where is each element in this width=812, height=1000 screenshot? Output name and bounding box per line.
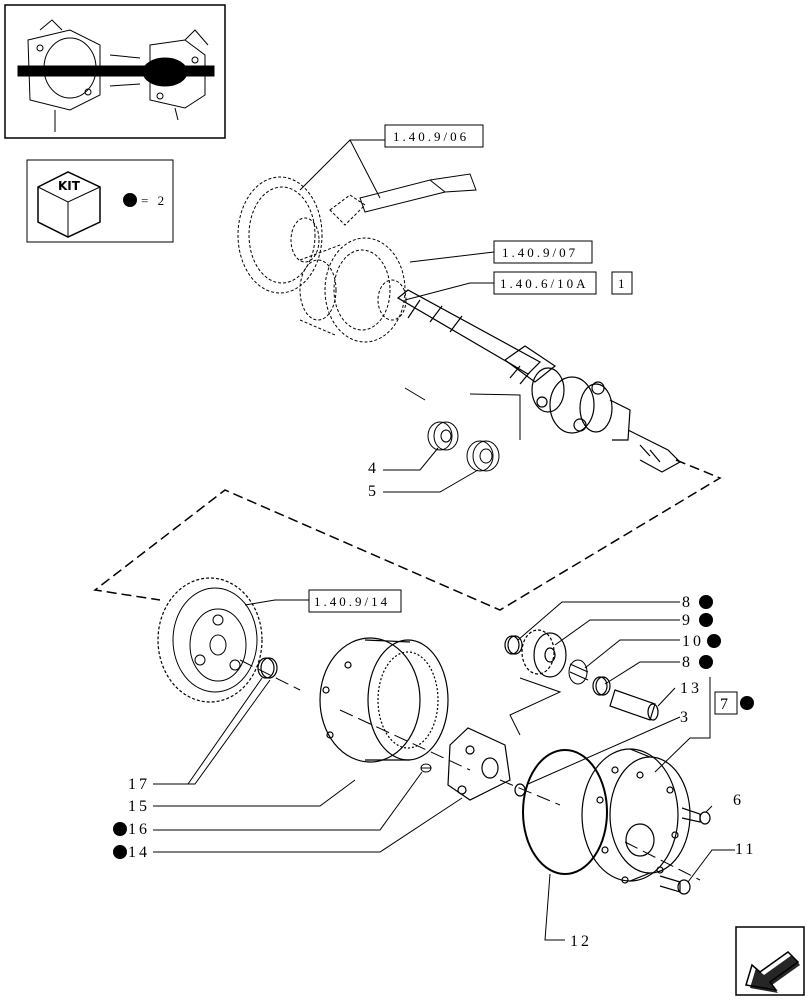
ref-label-b: 1.40.9/07 bbox=[502, 245, 578, 260]
callout-3: 3 bbox=[680, 709, 691, 726]
ref-label-a: 1.40.9/06 bbox=[393, 129, 469, 144]
callout-leaders bbox=[153, 447, 735, 941]
screw-11[interactable] bbox=[659, 875, 691, 895]
ref-box-c[interactable]: 1.40.6/10A 1 bbox=[493, 271, 633, 295]
seal-ring-5[interactable] bbox=[466, 440, 500, 472]
washer-8a[interactable] bbox=[504, 635, 523, 655]
callout-16: 16 bbox=[128, 821, 150, 838]
hub-axis-line bbox=[499, 779, 701, 881]
planet-carrier-gear[interactable] bbox=[157, 577, 263, 703]
ref-label-c-box: 1 bbox=[618, 276, 628, 291]
callout-6: 6 bbox=[733, 792, 744, 809]
kit-bullet-8a bbox=[699, 595, 713, 609]
planet-bracket bbox=[509, 677, 562, 736]
kit-cube-icon bbox=[37, 171, 101, 238]
kit-bullet-icon bbox=[123, 193, 137, 207]
ref-leaders bbox=[244, 139, 495, 606]
assembly-dashed-line bbox=[93, 459, 722, 611]
kit-bullet-14 bbox=[113, 845, 127, 859]
ref-box-a[interactable]: 1.40.9/06 bbox=[384, 124, 484, 148]
callout-11: 11 bbox=[735, 841, 756, 858]
planet-gear-9[interactable] bbox=[521, 629, 567, 678]
washer-8b[interactable] bbox=[592, 676, 611, 696]
center-axis-line bbox=[239, 659, 471, 771]
seals-bracket bbox=[404, 387, 521, 440]
retainer-plate-14[interactable] bbox=[447, 727, 511, 801]
callout-17: 17 bbox=[128, 776, 150, 793]
kit-legend-text: = 2 bbox=[141, 193, 167, 208]
callout-9: 9 bbox=[682, 612, 693, 629]
hub-cover-7[interactable] bbox=[581, 748, 691, 884]
callout-8a: 8 bbox=[682, 594, 693, 611]
thrust-washer-17[interactable] bbox=[257, 657, 278, 679]
kit-bullet-8b bbox=[699, 655, 713, 669]
callout-7-box bbox=[714, 691, 738, 715]
kit-label: KIT bbox=[58, 179, 81, 193]
ref-label-c: 1.40.6/10A bbox=[500, 276, 589, 291]
axle-thumbnail[interactable] bbox=[4, 4, 226, 139]
callout-15: 15 bbox=[128, 798, 150, 815]
axle-shaft bbox=[396, 289, 681, 473]
seal-ring-4[interactable] bbox=[427, 421, 459, 451]
ring-gear-15[interactable] bbox=[319, 637, 449, 763]
kit-legend: KIT = 2 bbox=[26, 159, 174, 243]
pin-16[interactable] bbox=[420, 763, 432, 773]
callout-4: 4 bbox=[368, 460, 379, 477]
callout-8b: 8 bbox=[682, 654, 693, 671]
kit-bullet-9 bbox=[699, 613, 713, 627]
planet-pin-13[interactable] bbox=[609, 689, 659, 721]
differential-assembly bbox=[237, 173, 477, 343]
kit-bullet-16 bbox=[113, 822, 127, 836]
callout-13: 13 bbox=[680, 680, 702, 697]
ref-box-b[interactable]: 1.40.9/07 bbox=[493, 240, 593, 264]
ref-label-d: 1.40.9/14 bbox=[314, 594, 390, 609]
callout-7: 7 bbox=[720, 696, 731, 713]
kit-bullet-7 bbox=[740, 696, 754, 710]
callout-12: 12 bbox=[570, 933, 592, 950]
needle-bearing-10[interactable] bbox=[568, 659, 589, 685]
ref-box-d[interactable]: 1.40.9/14 bbox=[308, 589, 402, 613]
kit-bullet-10 bbox=[707, 634, 721, 648]
callout-5: 5 bbox=[368, 483, 379, 500]
o-ring-12[interactable] bbox=[522, 749, 608, 875]
callout-14: 14 bbox=[128, 844, 150, 861]
next-page-button[interactable] bbox=[735, 926, 805, 996]
callout-10: 10 bbox=[682, 633, 704, 650]
next-page-arrow-icon bbox=[745, 951, 800, 993]
bolt-6[interactable] bbox=[681, 807, 711, 825]
